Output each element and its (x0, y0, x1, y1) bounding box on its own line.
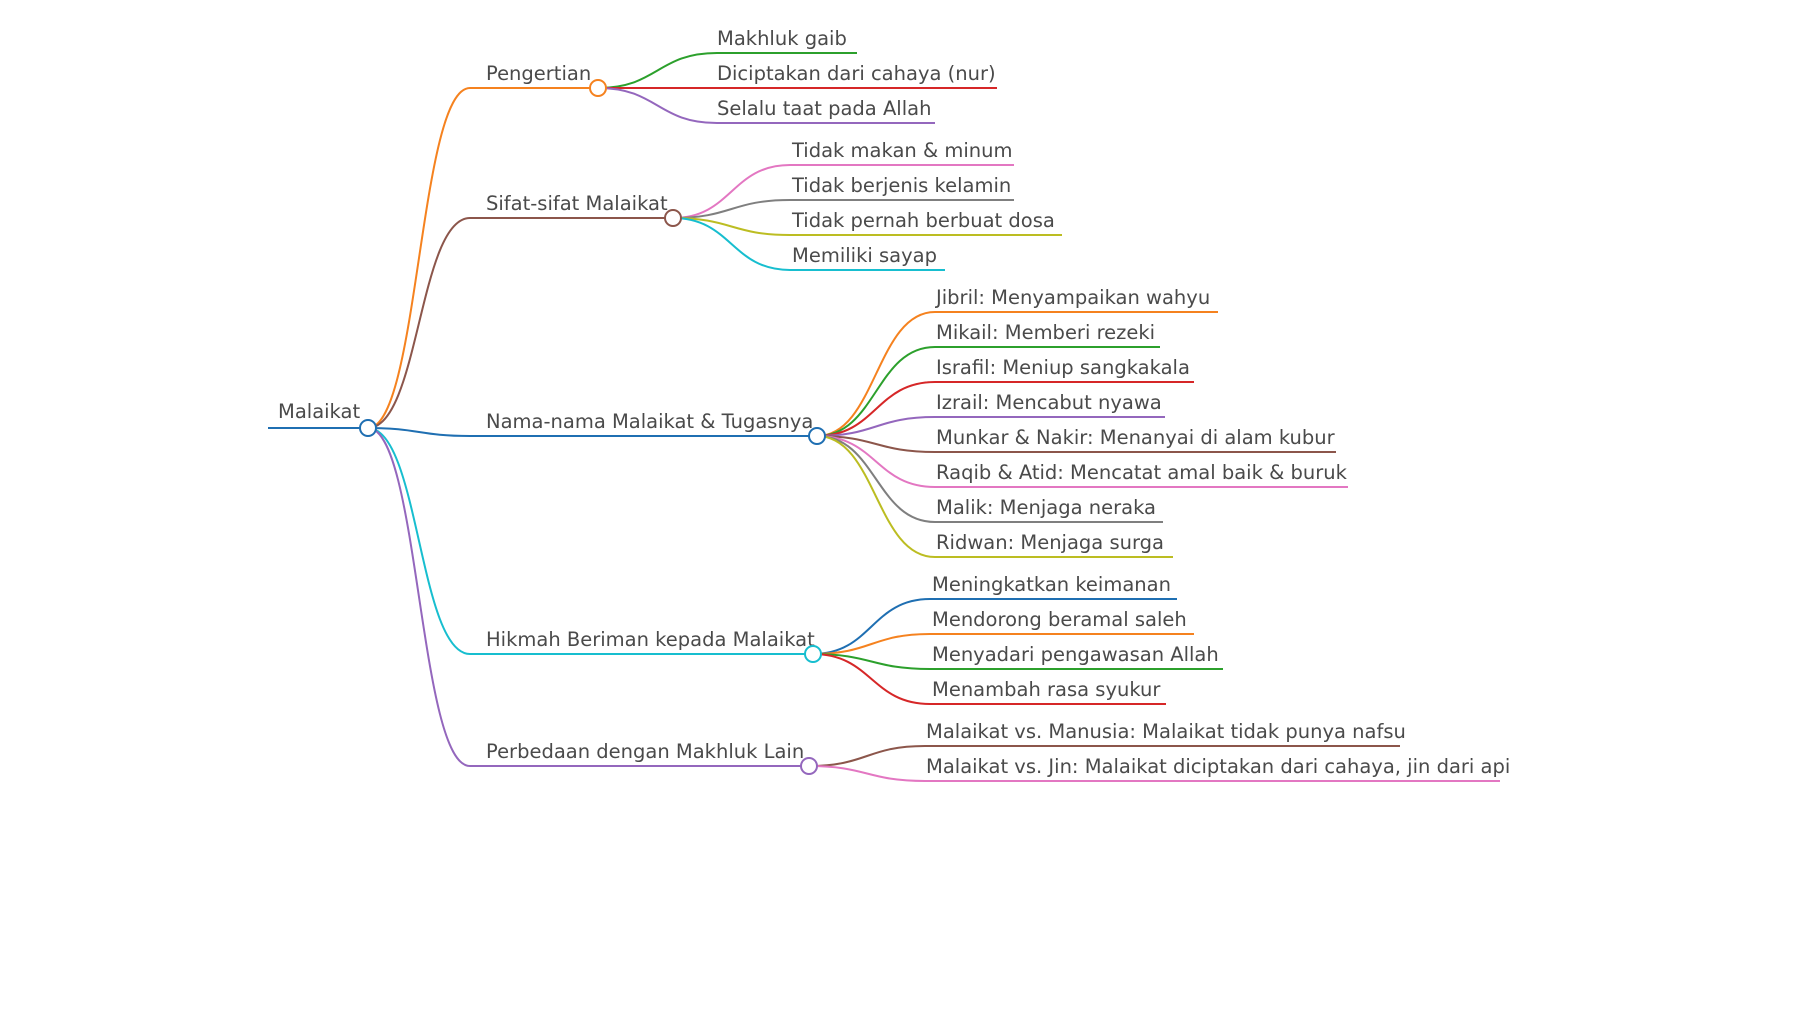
branch-connector (367, 217, 471, 429)
leaf-node[interactable]: Malaikat vs. Jin: Malaikat diciptakan da… (925, 755, 1510, 782)
leaf-connector (812, 598, 931, 655)
leaf-connector (812, 633, 931, 655)
leaf-label: Raqib & Atid: Mencatat amal baik & buruk (936, 461, 1348, 484)
leaf-connector (816, 311, 936, 437)
leaf-label: Tidak berjenis kelamin (791, 174, 1011, 197)
leaf-node[interactable]: Israfil: Meniup sangkakala (935, 356, 1194, 383)
leaf-connector (816, 381, 936, 437)
leaf-node[interactable]: Tidak berjenis kelamin (790, 174, 1014, 201)
leaf-label: Menambah rasa syukur (932, 678, 1161, 701)
leaf-connector (816, 416, 936, 437)
leaf-connector (672, 199, 791, 219)
leaf-node[interactable]: Malik: Menjaga neraka (935, 496, 1163, 523)
branch-expand-toggle[interactable] (808, 427, 826, 445)
leaf-connector (816, 435, 936, 488)
branch-connector (367, 87, 471, 429)
leaf-connector (672, 217, 791, 271)
leaf-connector (597, 87, 718, 124)
branch-node-hikmah[interactable]: Hikmah Beriman kepada Malaikat (470, 628, 815, 655)
branch-expand-toggle[interactable] (589, 79, 607, 97)
leaf-label: Malik: Menjaga neraka (936, 496, 1156, 519)
leaf-node[interactable]: Memiliki sayap (790, 244, 945, 271)
leaf-connector (808, 765, 926, 782)
root-expand-toggle[interactable] (359, 419, 377, 437)
leaf-label: Menyadari pengawasan Allah (932, 643, 1219, 666)
branch-expand-toggle[interactable] (804, 645, 822, 663)
root-label: Malaikat (278, 400, 360, 423)
leaf-label: Mendorong beramal saleh (932, 608, 1187, 631)
leaf-connector (816, 346, 936, 437)
leaf-connector (672, 217, 791, 236)
leaf-connector (597, 52, 718, 89)
leaf-node[interactable]: Ridwan: Menjaga surga (935, 531, 1173, 558)
branch-connector (367, 427, 471, 655)
leaf-connector (812, 653, 931, 670)
root-node[interactable]: Malaikat (268, 400, 366, 429)
branch-node-pengertian[interactable]: Pengertian (470, 62, 597, 89)
branch-label: Nama-nama Malaikat & Tugasnya (486, 410, 813, 433)
leaf-node[interactable]: Meningkatkan keimanan (930, 573, 1177, 600)
leaf-label: Munkar & Nakir: Menanyai di alam kubur (936, 426, 1336, 449)
leaf-connector (672, 164, 791, 219)
leaf-node[interactable]: Makhluk gaib (717, 27, 857, 54)
branch-label: Hikmah Beriman kepada Malaikat (486, 628, 815, 651)
leaf-label: Meningkatkan keimanan (932, 573, 1171, 596)
branch-connector (367, 427, 471, 437)
leaf-label: Malaikat vs. Manusia: Malaikat tidak pun… (926, 720, 1406, 743)
leaf-node[interactable]: Mikail: Memberi rezeki (935, 321, 1160, 348)
leaf-node[interactable]: Tidak pernah berbuat dosa (790, 209, 1062, 236)
leaf-connector (816, 435, 936, 558)
leaf-label: Tidak makan & minum (791, 139, 1012, 162)
leaf-node[interactable]: Menambah rasa syukur (930, 678, 1166, 705)
leaf-node[interactable]: Munkar & Nakir: Menanyai di alam kubur (935, 426, 1336, 453)
leaf-node[interactable]: Mendorong beramal saleh (930, 608, 1194, 635)
leaf-label: Diciptakan dari cahaya (nur) (717, 62, 996, 85)
leaf-node[interactable]: Raqib & Atid: Mencatat amal baik & buruk (935, 461, 1348, 488)
branch-node-perbedaan[interactable]: Perbedaan dengan Makhluk Lain (470, 740, 810, 767)
leaf-node[interactable]: Izrail: Mencabut nyawa (935, 391, 1165, 418)
leaf-label: Tidak pernah berbuat dosa (791, 209, 1055, 232)
leaf-connector (808, 745, 926, 767)
branch-connector (367, 427, 471, 767)
leaf-label: Israfil: Meniup sangkakala (936, 356, 1190, 379)
leaf-connector (816, 435, 936, 523)
nodes-layer: Malaikat Pengertian Makhluk gaib Dicipta… (268, 27, 1510, 782)
leaf-node[interactable]: Malaikat vs. Manusia: Malaikat tidak pun… (925, 720, 1406, 747)
branch-node-nama[interactable]: Nama-nama Malaikat & Tugasnya (470, 410, 818, 437)
leaf-label: Jibril: Menyampaikan wahyu (934, 286, 1210, 309)
branch-label: Pengertian (486, 62, 591, 85)
branch-node-sifat[interactable]: Sifat-sifat Malaikat (470, 192, 672, 219)
branch-expand-toggle[interactable] (664, 209, 682, 227)
leaf-node[interactable]: Menyadari pengawasan Allah (930, 643, 1223, 670)
leaf-node[interactable]: Diciptakan dari cahaya (nur) (717, 62, 997, 89)
leaf-connector (812, 653, 931, 705)
branch-expand-toggle[interactable] (800, 757, 818, 775)
leaf-label: Selalu taat pada Allah (717, 97, 931, 120)
edges-layer (367, 52, 936, 782)
leaf-label: Memiliki sayap (792, 244, 937, 267)
leaf-node[interactable]: Tidak makan & minum (790, 139, 1014, 166)
leaf-node[interactable]: Jibril: Menyampaikan wahyu (934, 286, 1218, 313)
leaf-connector (816, 435, 936, 453)
leaf-node[interactable]: Selalu taat pada Allah (717, 97, 935, 124)
branch-label: Perbedaan dengan Makhluk Lain (486, 740, 804, 763)
leaf-label: Mikail: Memberi rezeki (936, 321, 1155, 344)
leaf-label: Ridwan: Menjaga surga (936, 531, 1164, 554)
branch-label: Sifat-sifat Malaikat (486, 192, 668, 215)
leaf-label: Malaikat vs. Jin: Malaikat diciptakan da… (926, 755, 1510, 778)
leaf-label: Makhluk gaib (717, 27, 847, 50)
leaf-label: Izrail: Mencabut nyawa (936, 391, 1162, 414)
